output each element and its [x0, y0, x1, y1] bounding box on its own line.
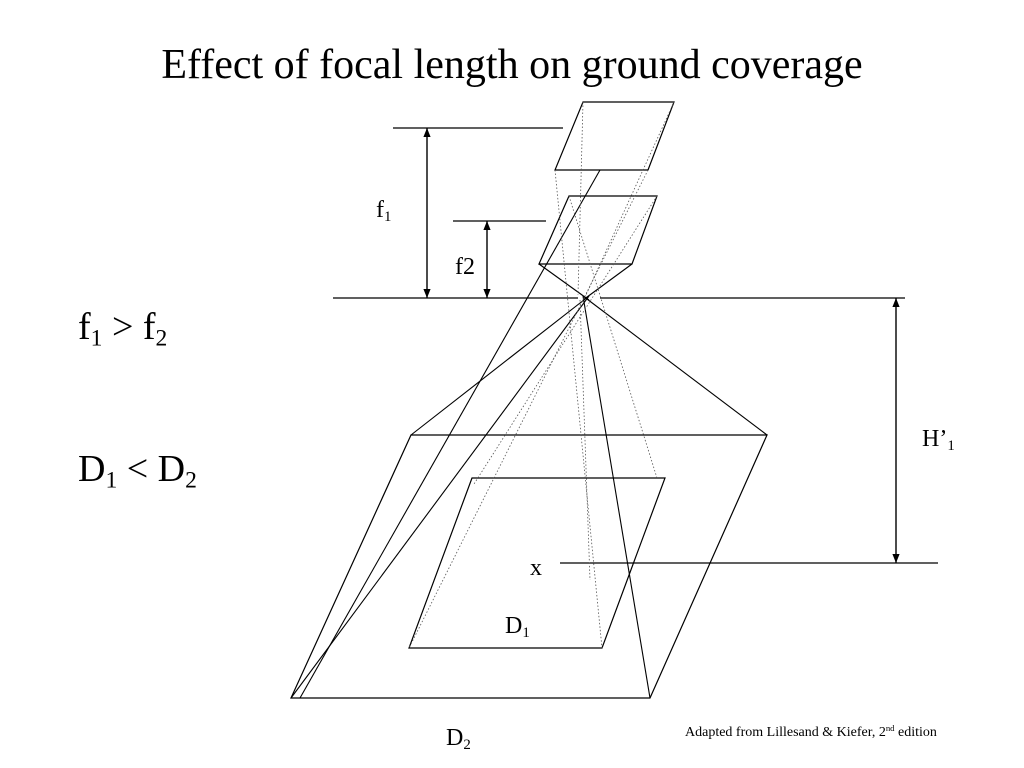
ray-solid: [582, 295, 768, 436]
label-h1: H’1: [922, 426, 955, 455]
label-d1: D1: [505, 613, 530, 642]
ray-dotted: [577, 101, 584, 296]
ray-dotted: [579, 299, 591, 581]
ray-dotted: [473, 195, 658, 485]
slide-title: Effect of focal length on ground coverag…: [161, 42, 863, 88]
source-credit: Adapted from Lillesand & Kiefer, 2nd edi…: [685, 723, 937, 740]
label-f2: f2: [455, 254, 475, 280]
film-frame-f2: [538, 195, 658, 265]
ray-solid: [582, 295, 651, 699]
ground-footprint-d2: [290, 434, 768, 699]
film-frame-f1: [554, 101, 675, 171]
relation-coverage: D1 < D2: [78, 448, 197, 494]
label-d2: D2: [446, 725, 471, 754]
ray-solid: [582, 263, 633, 301]
label-x: x: [530, 555, 542, 581]
ray-solid: [290, 295, 590, 699]
label-f1: f1: [376, 197, 392, 226]
ray-dotted: [585, 101, 675, 296]
relation-focal: f1 > f2: [78, 306, 168, 352]
ray-solid: [299, 169, 601, 699]
ray-dotted: [568, 195, 658, 479]
ray-dotted: [554, 169, 603, 649]
ray-solid: [538, 263, 590, 301]
ray-dotted: [408, 169, 649, 649]
ray-solid: [410, 295, 590, 436]
